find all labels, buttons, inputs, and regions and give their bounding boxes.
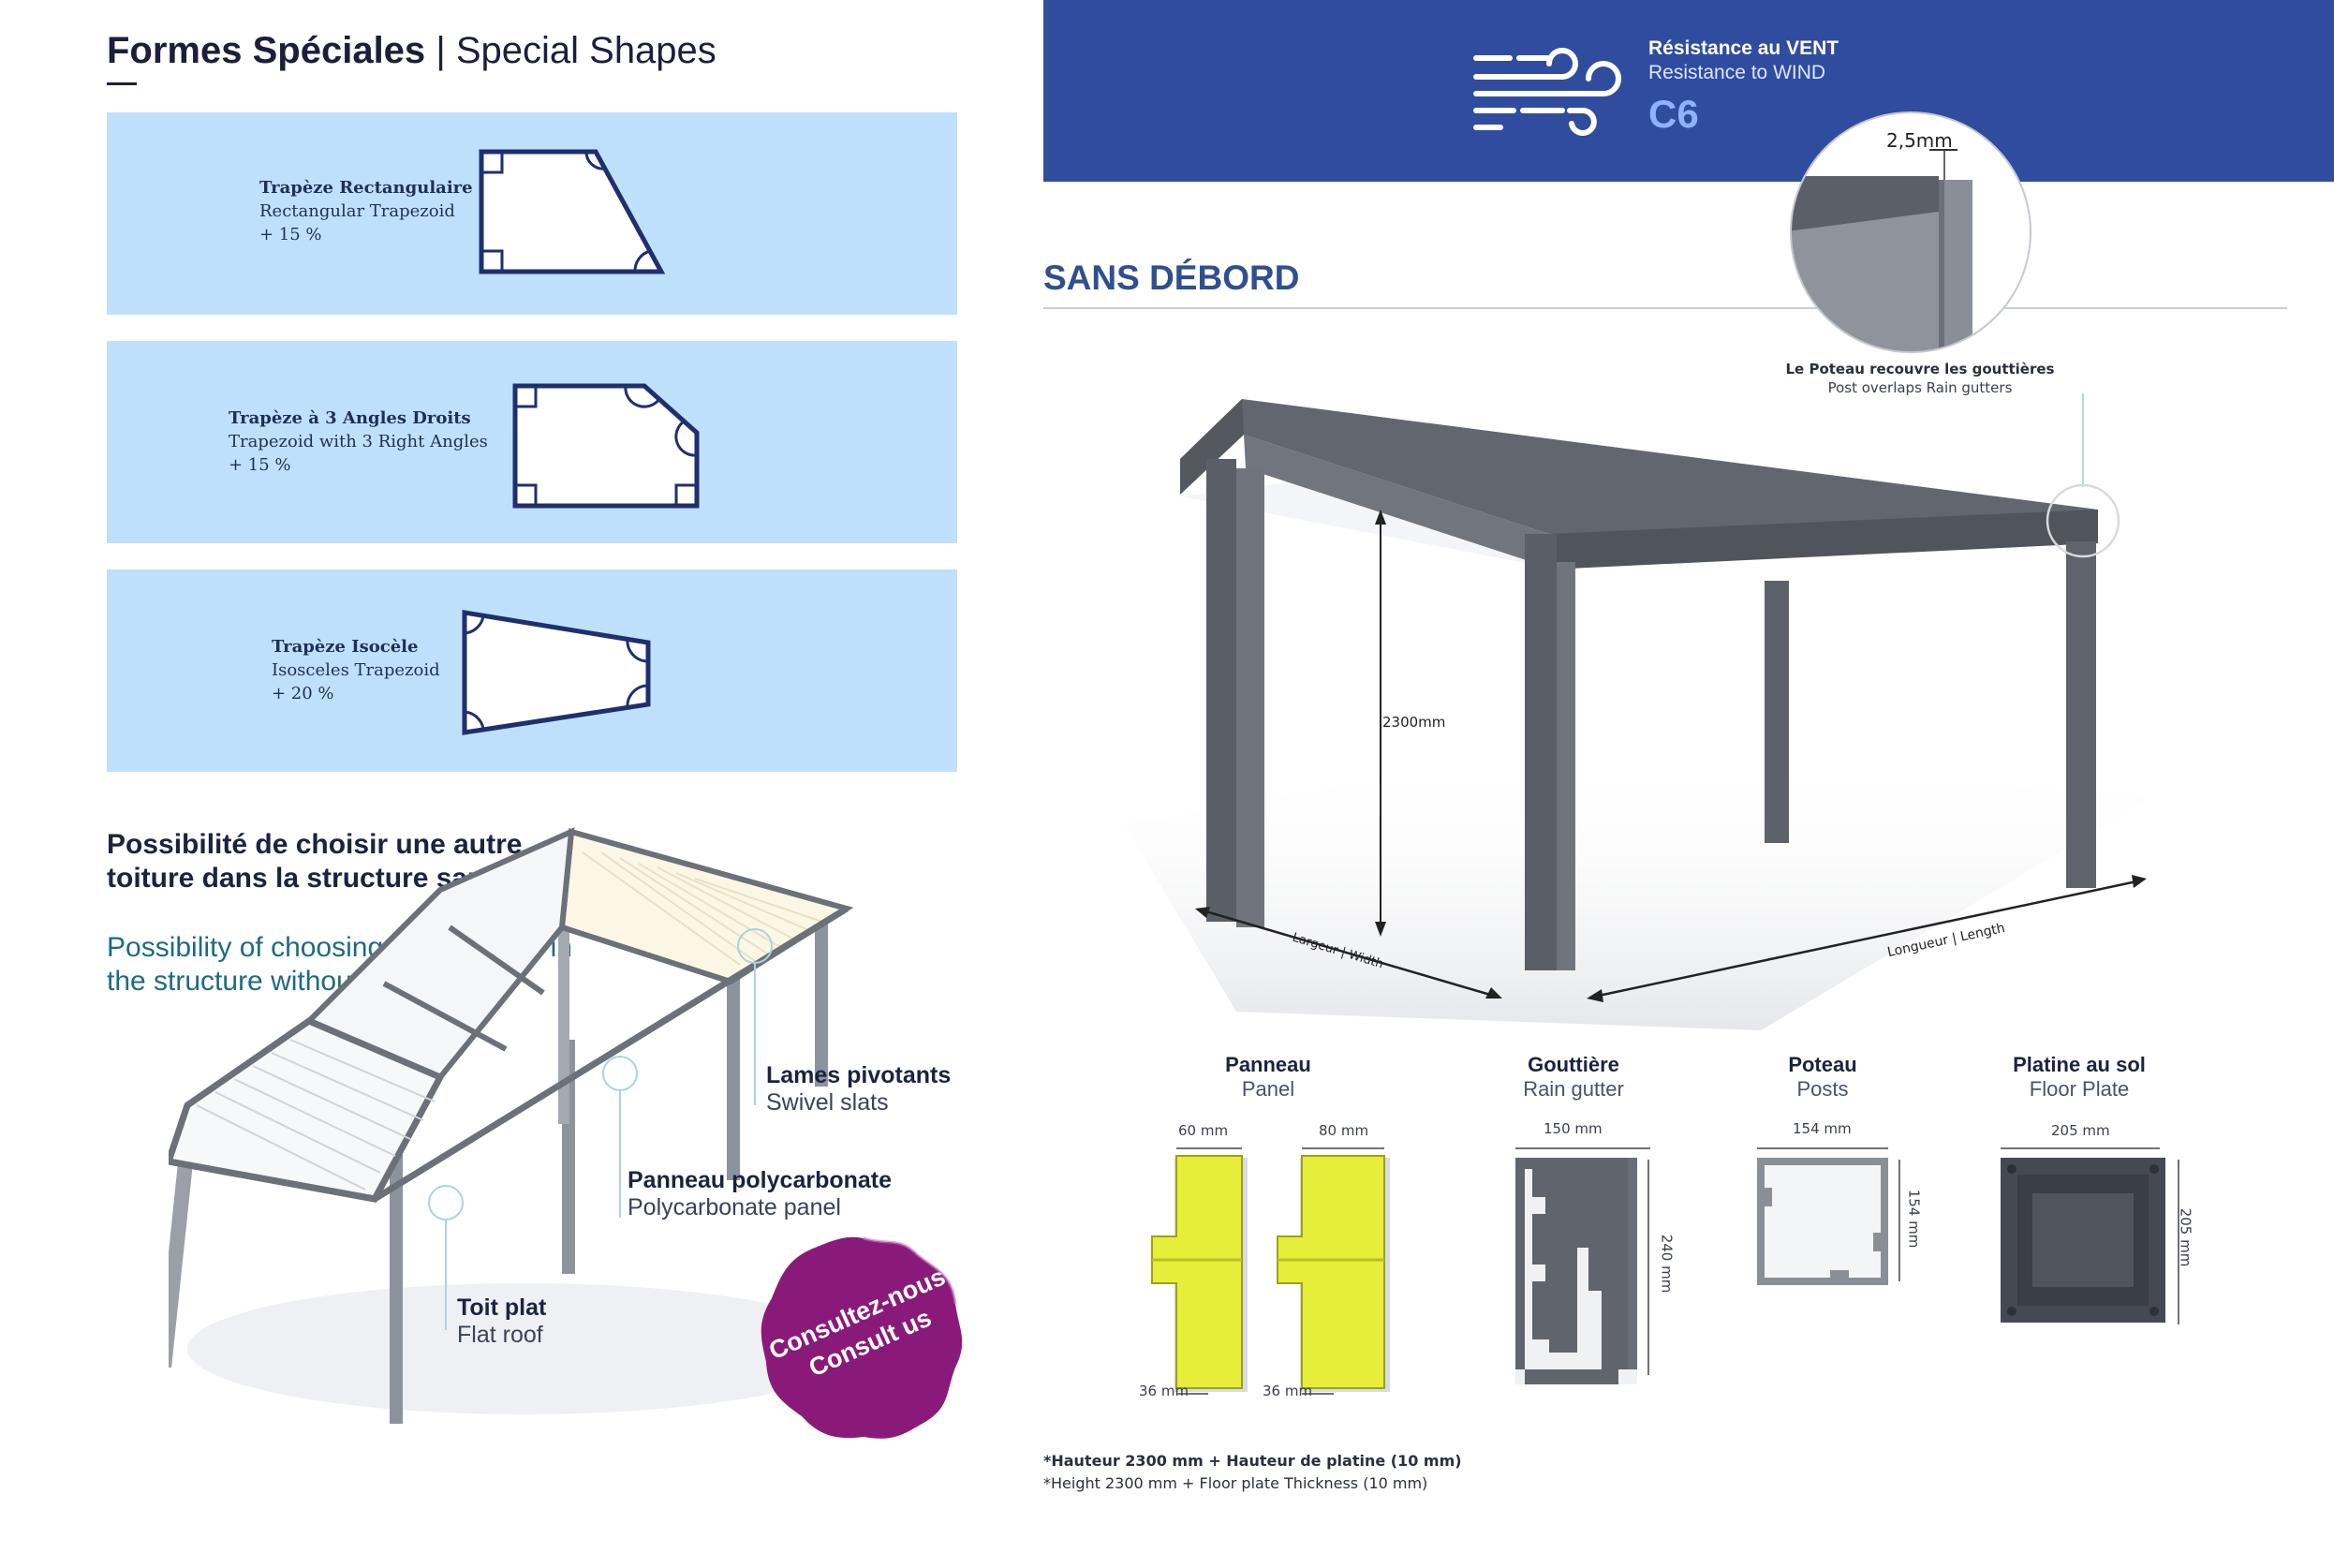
shape-name-fr: Trapèze Rectangulaire: [259, 178, 473, 198]
shape-card-3-right-angles: Trapèze à 3 Angles Droits Trapezoid with…: [107, 341, 957, 543]
gutter-height-dim: 240 mm: [1658, 1234, 1676, 1294]
shape-name-en: Isosceles Trapezoid: [272, 660, 440, 680]
shape-card-isosceles-trapezoid: Trapèze Isocèle Isosceles Trapezoid + 20…: [107, 570, 957, 772]
title-en: Special Shapes: [455, 30, 716, 71]
page-title: Formes Spéciales | Special Shapes: [107, 30, 716, 72]
consult-us-badge[interactable]: [759, 1233, 968, 1442]
label-swivel-slats: Lames pivotants Swivel slats: [766, 1062, 952, 1116]
height-footnote: *Hauteur 2300 mm + Hauteur de platine (1…: [1043, 1452, 1462, 1492]
shape-name-en: Rectangular Trapezoid: [259, 201, 455, 221]
component-title-floor-plate: Platine au sol Floor Plate: [2013, 1053, 2146, 1101]
component-title-panel: Panneau Panel: [1225, 1053, 1311, 1101]
height-dimension-label: 2300mm: [1382, 714, 1446, 731]
panel-a-bottom-dim: 36 mm: [1139, 1383, 1189, 1399]
panel-60mm-profile: [1151, 1147, 1248, 1395]
title-separator: |: [436, 30, 446, 71]
wind-class: C6: [1648, 92, 1699, 136]
section-divider: [1043, 307, 2287, 309]
zoom-caption: Le Poteau recouvre les gouttières Post o…: [1785, 361, 2055, 396]
floor-plate-height-dim: 205 mm: [2177, 1207, 2194, 1267]
wind-resistance-en: Resistance to WIND: [1648, 62, 1826, 83]
pergola-dimension-drawing: [1124, 393, 2154, 1030]
shape-card-rectangular-trapezoid: Trapèze Rectangulaire Rectangular Trapez…: [107, 112, 957, 315]
post-height-dim: 154 mm: [1905, 1189, 1923, 1249]
zoom-detail-circle: [1790, 111, 2031, 353]
shape-extra: + 15 %: [229, 455, 291, 475]
isosceles-trapezoid-icon: [462, 610, 651, 735]
shape-name-fr: Trapèze à 3 Angles Droits: [229, 408, 471, 428]
shape-extra: + 20 %: [272, 684, 334, 703]
post-width-dim: 154 mm: [1793, 1120, 1852, 1137]
panel-a-top-dim: 60 mm: [1178, 1122, 1229, 1139]
wind-resistance-banner: [1043, 0, 2334, 182]
label-polycarbonate-panel: Panneau polycarbonate Polycarbonate pane…: [628, 1167, 893, 1220]
panel-b-bottom-dim: 36 mm: [1263, 1383, 1313, 1399]
section-title: SANS DÉBORD: [1043, 259, 1300, 297]
floor-plate-profile: [2001, 1147, 2179, 1324]
shape-name-en: Trapezoid with 3 Right Angles: [229, 432, 488, 451]
component-title-gutter: Gouttière Rain gutter: [1523, 1053, 1624, 1101]
shape-text: Trapèze Rectangulaire Rectangular Trapez…: [259, 176, 473, 246]
floor-plate-width-dim: 205 mm: [2051, 1122, 2110, 1139]
panel-80mm-profile: [1277, 1147, 1390, 1395]
component-title-posts: Poteau Posts: [1788, 1053, 1857, 1101]
rectangular-trapezoid-icon: [479, 149, 666, 274]
shape-extra: + 15 %: [259, 225, 322, 244]
post-profile: [1757, 1147, 1900, 1285]
panel-b-top-dim: 80 mm: [1319, 1122, 1369, 1139]
gutter-width-dim: 150 mm: [1544, 1120, 1603, 1137]
wind-resistance-fr: Résistance au VENT: [1648, 37, 1839, 59]
label-flat-roof: Toit plat Flat roof: [457, 1294, 547, 1348]
zoom-thickness: 2,5mm: [1886, 129, 1953, 152]
title-fr: Formes Spéciales: [107, 30, 426, 71]
shape-text: Trapèze à 3 Angles Droits Trapezoid with…: [229, 407, 488, 477]
shape-text: Trapèze Isocèle Isosceles Trapezoid + 20…: [272, 635, 440, 705]
wind-icon: [1473, 48, 1621, 136]
rain-gutter-profile: [1515, 1147, 1650, 1384]
title-underline: [107, 82, 137, 85]
shape-name-fr: Trapèze Isocèle: [272, 637, 419, 657]
pergola-roof-options-illustration: [169, 827, 862, 1424]
trapezoid-3-right-angles-icon: [512, 383, 700, 509]
